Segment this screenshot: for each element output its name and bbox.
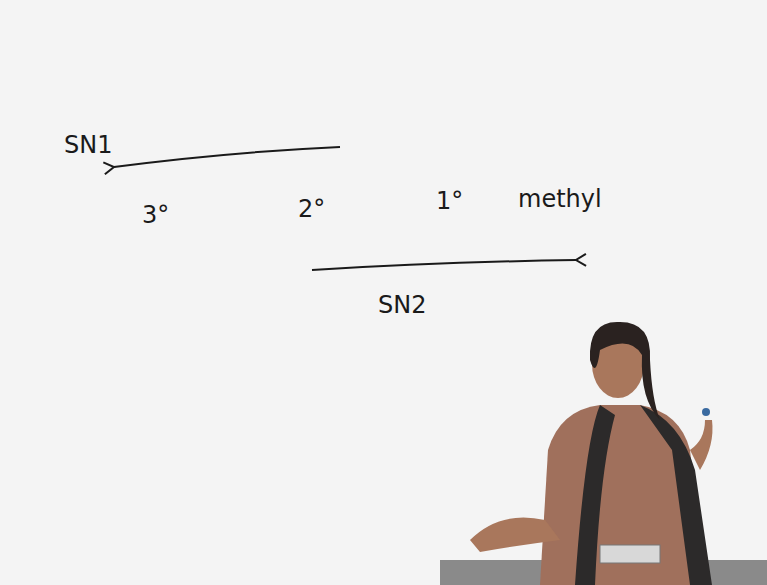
substrate-degree: 3°	[142, 202, 169, 228]
tablet	[600, 545, 660, 563]
substrate-degree: 1°	[436, 188, 463, 214]
lecturer-left-hand	[470, 518, 560, 553]
mechanism-label: SN1	[64, 132, 112, 158]
lecturer-right-hand	[690, 420, 713, 470]
substrate-name: methyl	[518, 186, 602, 212]
molecule-model	[702, 408, 710, 416]
lecturer-figure	[440, 322, 767, 585]
mechanism-label: SN2	[378, 292, 426, 318]
lecturer-hair	[590, 322, 660, 420]
substrate-degree: 2°	[298, 196, 325, 222]
sn2-arrow	[312, 260, 576, 270]
sn1-arrow	[114, 147, 340, 167]
